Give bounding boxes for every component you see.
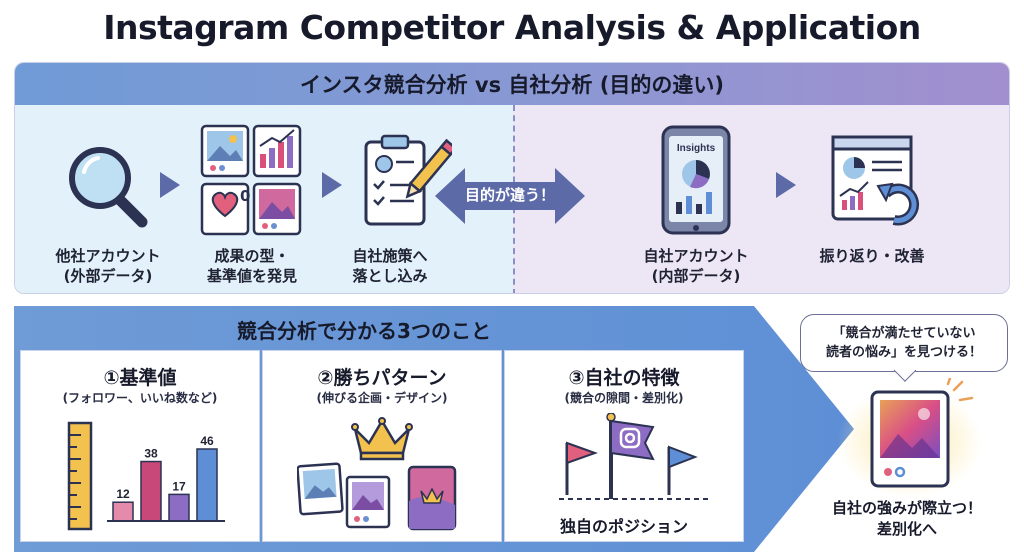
own-account-label: 自社アカウント (内部データ) (643, 247, 749, 285)
bar-1 (112, 501, 134, 522)
baseline-bar-chart: 12 38 17 46 (107, 434, 225, 522)
own-traits-subtitle: (競合の隙間・差別化) (564, 391, 684, 405)
winning-pattern-subtitle: (伸びる企画・デザイン) (316, 391, 448, 405)
baseline-subtitle: (フォロワー、いいね数など) (62, 391, 218, 405)
crown-icon (351, 417, 413, 461)
success-pattern-label: 成果の型・ 基準値を発見 (206, 247, 297, 285)
review-improve-label: 振り返り・改善 (819, 247, 925, 265)
comparison-header: インスタ競合分析 vs 自社分析 (目的の違い) (15, 63, 1009, 105)
phone-insights-icon: Insights (661, 125, 731, 235)
page-title: Instagram Competitor Analysis & Applicat… (103, 8, 921, 47)
insights-screen-text: Insights (677, 143, 716, 154)
own-traits-card: ③自社の特徴 (競合の隙間・差別化) 独自のポジション (504, 350, 744, 542)
flags-icon (559, 413, 709, 500)
flow-arrow-icon (160, 172, 180, 198)
findings-header: 競合分析で分かる3つのこと (237, 318, 491, 343)
bar-2 (140, 460, 162, 522)
winning-posts-icon (297, 462, 457, 531)
baseline-title: ①基準値 (103, 367, 177, 389)
baseline-card: ①基準値 (フォロワー、いいね数など) 12 38 17 46 (20, 350, 260, 542)
unique-position-label: 独自のポジション (559, 517, 688, 536)
magnifier-icon (69, 147, 148, 228)
clipboard-pencil-icon (364, 134, 452, 226)
winning-pattern-card: ②勝ちパターン (伸びる企画・デザイン) (262, 350, 502, 542)
apply-to-own-label: 自社施策へ 落とし込み (352, 247, 428, 285)
competitor-account-label: 他社アカウント (外部データ) (55, 247, 161, 285)
post-grid-icon (200, 124, 302, 236)
bar-label-4: 46 (200, 434, 214, 448)
winning-pattern-title: ②勝ちパターン (317, 367, 447, 389)
flow-arrow-icon (322, 172, 342, 198)
bar-label-3: 17 (172, 479, 186, 493)
different-purpose-label: 目的が違う！ (464, 186, 555, 204)
double-arrow-icon (435, 168, 585, 224)
differentiation-label: 自社の強みが際立つ！ 差別化へ (831, 499, 982, 538)
bar-label-2: 38 (144, 447, 158, 461)
bar-4 (196, 448, 218, 522)
ruler-icon (67, 421, 93, 531)
bar-3 (168, 493, 190, 522)
report-refresh-icon (831, 135, 920, 226)
bar-label-1: 12 (116, 487, 130, 501)
flow-arrow-icon (776, 172, 796, 198)
glowing-post-icon (838, 378, 982, 498)
own-traits-title: ③自社の特徴 (568, 367, 680, 389)
own-side (513, 105, 1009, 293)
heart-count: 0 (240, 187, 251, 205)
